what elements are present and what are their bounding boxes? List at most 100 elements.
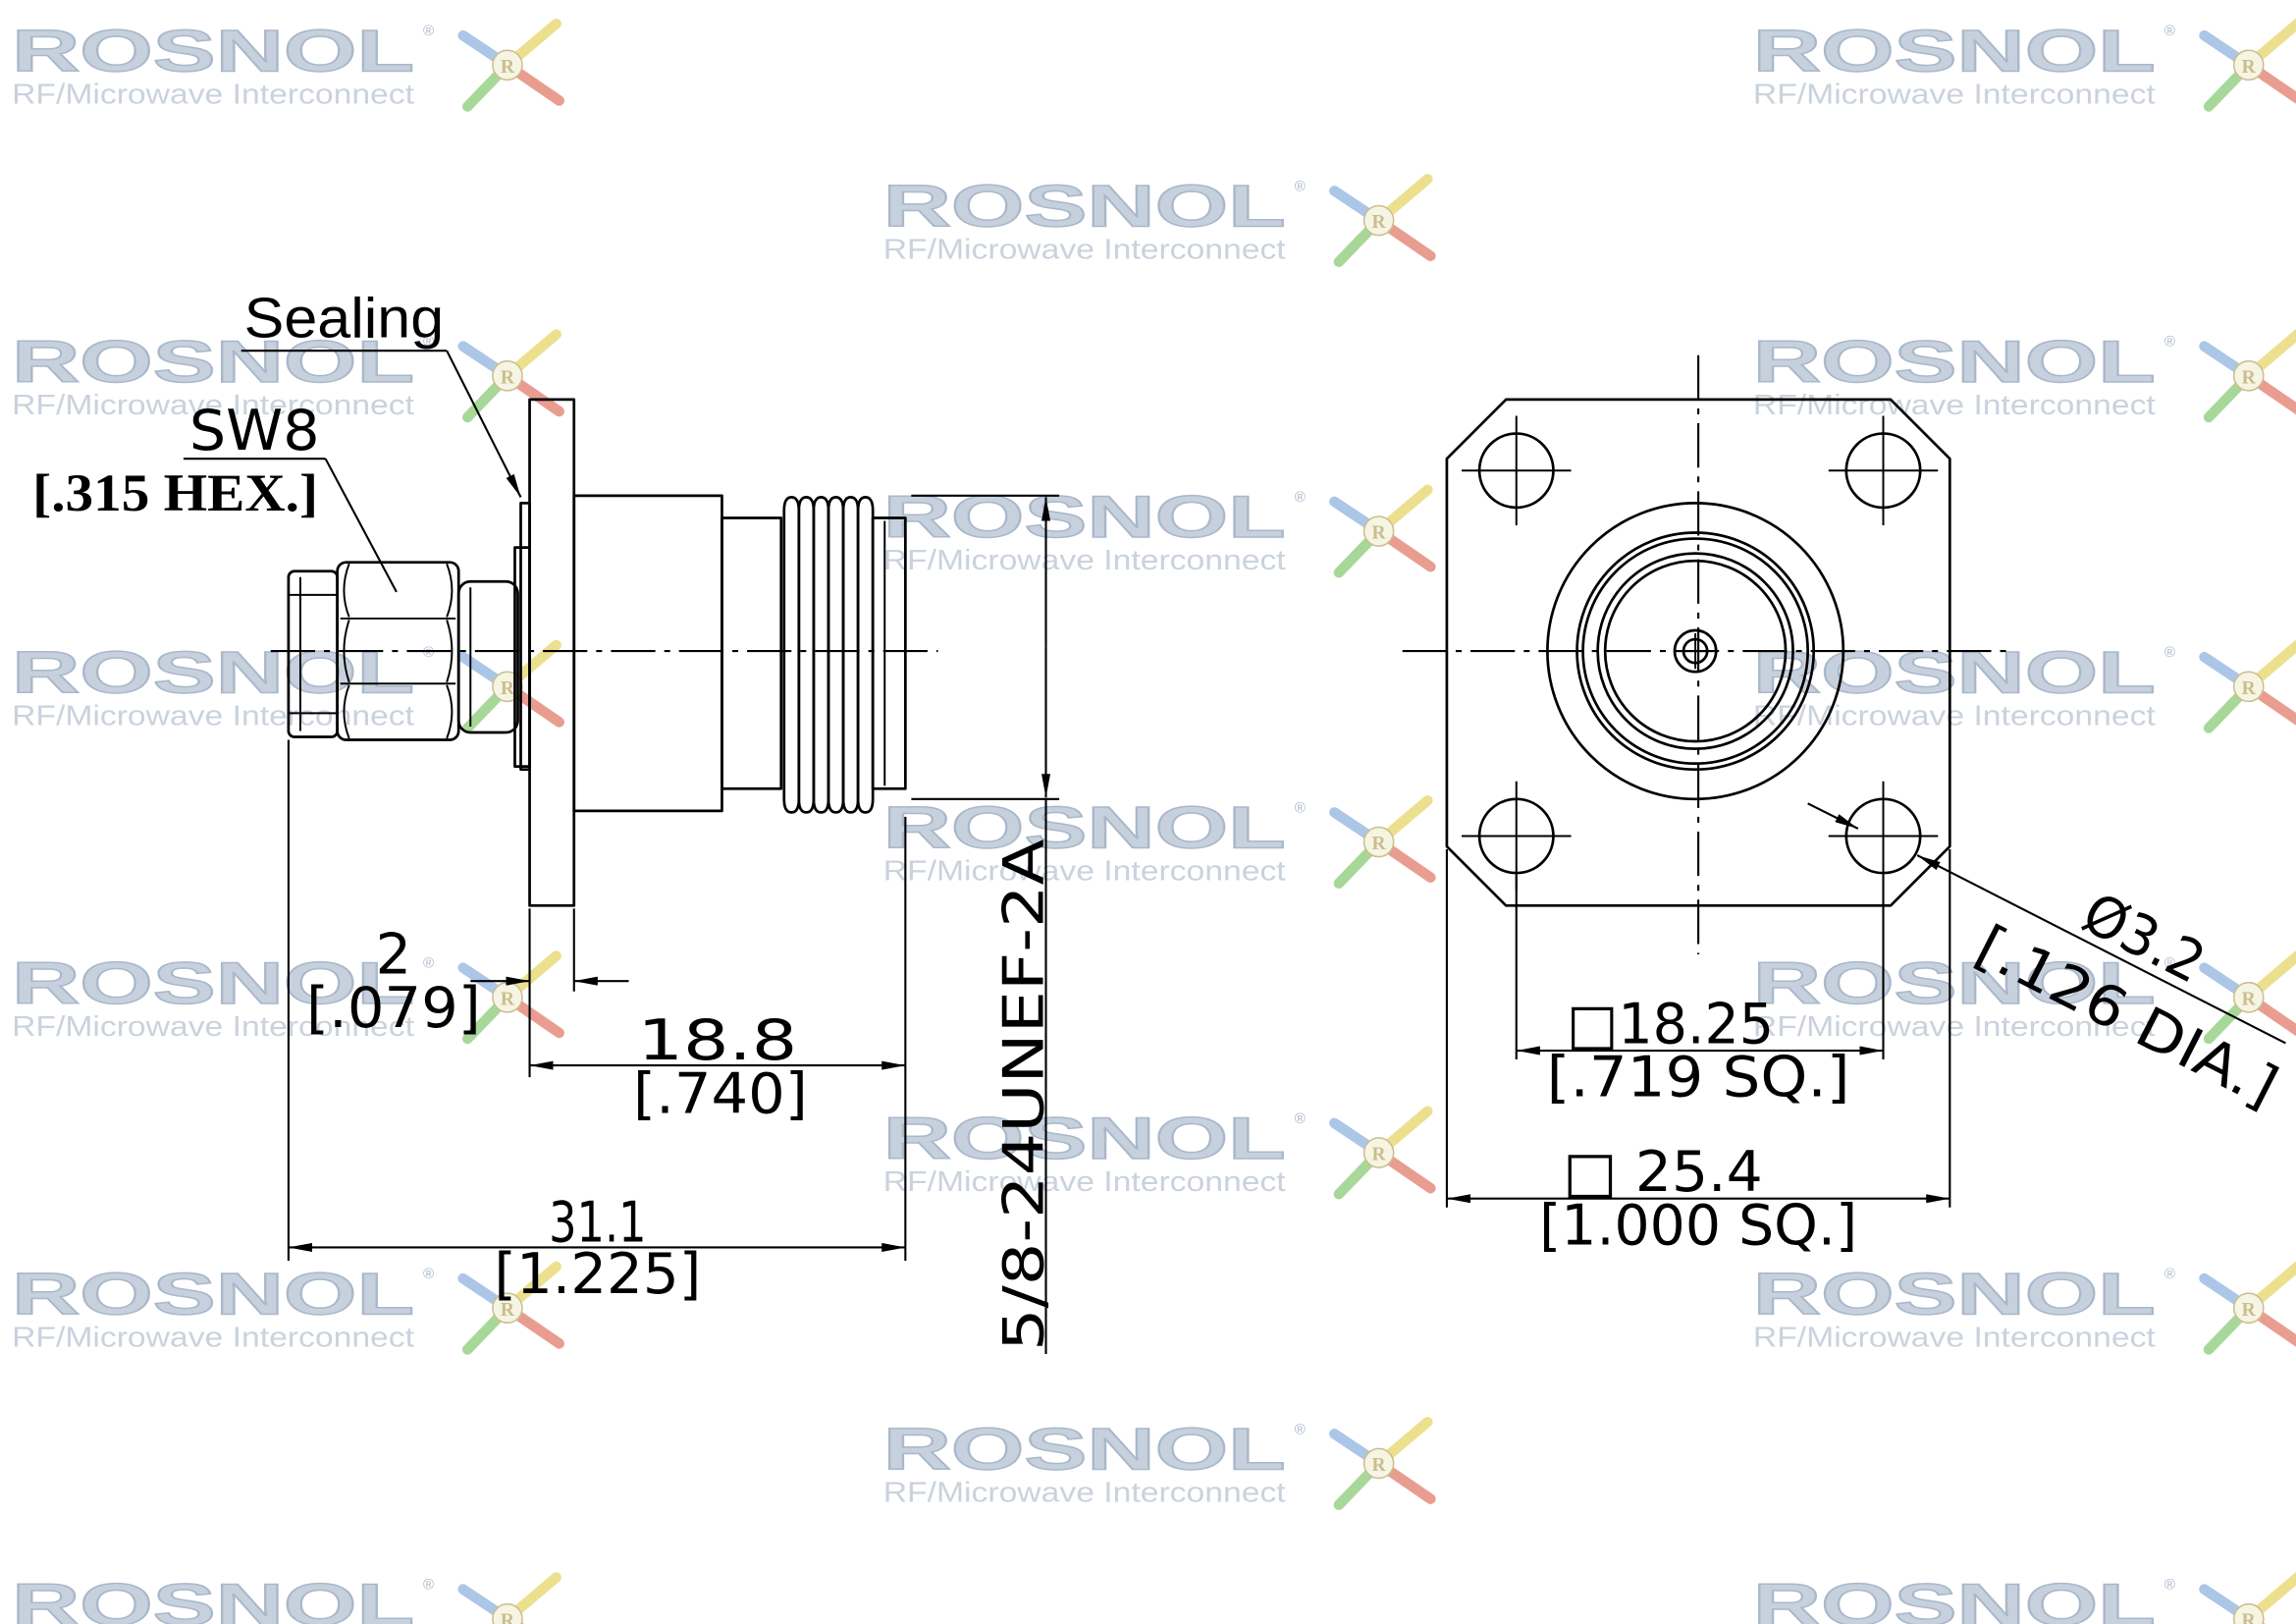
watermark-star-logo: R	[457, 950, 564, 1045]
watermark-logo-letter: R	[2242, 1610, 2257, 1624]
thread-extension-lines	[911, 494, 1060, 800]
watermark-brand: ROSNOL	[1753, 1571, 2156, 1624]
watermark-star-logo: R	[1329, 1106, 1436, 1200]
flange-thickness-mm: 2	[376, 922, 411, 988]
watermark-registered-mark: ®	[423, 1266, 434, 1282]
watermark-tagline: RF/Microwave Interconnect	[883, 856, 1286, 888]
watermark-registered-mark: ®	[1295, 1110, 1306, 1127]
watermark: ROSNOL ® RF/Microwave Interconnect R	[882, 1104, 1436, 1200]
neck	[456, 579, 519, 734]
watermark-logo-letter: R	[501, 57, 515, 78]
watermark-logo-center	[1362, 1447, 1395, 1480]
flange-size-inch: [1.000 SQ.]	[1539, 1192, 1857, 1258]
watermark-logo-letter: R	[2242, 367, 2257, 388]
watermark-logo-center	[2232, 671, 2265, 703]
watermark-logo-center	[2232, 1292, 2265, 1325]
wrench-size-label: SW8	[189, 398, 320, 463]
flange-thickness-inch: [.079]	[306, 975, 481, 1041]
watermark-tagline: RF/Microwave Interconnect	[1753, 390, 2156, 421]
watermark-logo-center	[1362, 1137, 1395, 1168]
watermark-star-logo: R	[2199, 329, 2296, 423]
watermark-brand: ROSNOL	[12, 638, 414, 705]
watermark-brand: ROSNOL	[12, 1260, 414, 1326]
watermark-star-logo: R	[2199, 19, 2296, 112]
overall-length-mm: 31.1	[549, 1189, 646, 1255]
watermark-star-logo: R	[457, 329, 564, 423]
watermark-brand: ROSNOL	[883, 1105, 1286, 1171]
watermark-tagline: RF/Microwave Interconnect	[883, 235, 1286, 266]
body-step	[721, 516, 783, 790]
mounting-hole-crosshair	[1461, 415, 1572, 526]
body-length-inch: [.740]	[633, 1060, 808, 1126]
hole-spacing-mm: □18.25	[1567, 991, 1774, 1056]
watermark-registered-mark: ®	[2164, 23, 2175, 39]
watermark-tagline: RF/Microwave Interconnect	[883, 1166, 1286, 1198]
watermark-logo-letter: R	[1372, 523, 1387, 544]
watermark-logo-center	[492, 1602, 523, 1624]
plug-front-chamfer	[288, 593, 338, 715]
watermark-logo-center	[1362, 515, 1395, 547]
watermark-logo-letter: R	[501, 1300, 515, 1321]
hole-diameter-leader	[1916, 854, 2286, 1045]
hole-diameter-arrow-left	[1807, 802, 1859, 830]
watermark-registered-mark: ®	[423, 23, 434, 39]
watermark-logo-center	[492, 359, 523, 392]
watermark-logo-center	[1362, 204, 1395, 237]
watermark-tagline: RF/Microwave Interconnect	[12, 1322, 414, 1353]
watermark-logo-center	[2232, 49, 2265, 81]
watermark-tagline: RF/Microwave Interconnect	[12, 700, 414, 731]
watermark-registered-mark: ®	[2164, 644, 2175, 661]
watermark-brand: ROSNOL	[12, 1571, 414, 1624]
mounting-hole	[1828, 415, 1939, 526]
flange-size-mm: □ 25.4	[1563, 1139, 1762, 1205]
body-length-mm: 18.8	[638, 1007, 798, 1073]
hex-nut-right-chamfers	[446, 563, 454, 739]
watermark-brand: ROSNOL	[883, 1416, 1286, 1483]
watermark-logo-letter: R	[2242, 57, 2257, 78]
watermark-registered-mark: ®	[1295, 1421, 1306, 1437]
hex-nut-left-chamfers	[343, 563, 350, 739]
watermark-star-logo: R	[2199, 1262, 2296, 1355]
watermark-registered-mark: ®	[2164, 955, 2175, 972]
overall-length-inch: [1.225]	[494, 1241, 701, 1307]
watermark-registered-mark: ®	[2164, 1577, 2175, 1594]
watermark-registered-mark: ®	[423, 644, 434, 661]
watermark-logo-center	[1362, 826, 1395, 858]
watermark-star-logo: R	[1329, 174, 1436, 268]
watermark-tagline: RF/Microwave Interconnect	[883, 1478, 1286, 1509]
watermark-tagline: RF/Microwave Interconnect	[12, 1011, 414, 1043]
watermark-tagline: RF/Microwave Interconnect	[12, 79, 414, 110]
watermark-star-logo: R	[2199, 640, 2296, 733]
watermark-logo-letter: R	[1372, 212, 1387, 233]
watermark-star-logo: R	[2199, 950, 2296, 1045]
watermark-logo-center	[492, 49, 523, 81]
square-flange	[1445, 398, 1951, 907]
watermark-tagline: RF/Microwave Interconnect	[12, 390, 414, 421]
watermark-brand: ROSNOL	[12, 328, 414, 395]
watermark-logo-letter: R	[2242, 1300, 2257, 1321]
watermark-star-logo: R	[457, 18, 564, 112]
watermark-star-logo: R	[2199, 1572, 2296, 1624]
watermark-star-logo: R	[457, 1572, 561, 1624]
watermark: ROSNOL ® RF/Microwave Interconnect R	[882, 1415, 1436, 1510]
watermark-logo-center	[492, 1292, 523, 1325]
watermark-tagline: RF/Microwave Interconnect	[1753, 1322, 2156, 1353]
watermark-logo-letter: R	[501, 989, 515, 1009]
mounting-hole	[1461, 781, 1572, 892]
thread-section	[782, 496, 875, 814]
hex-size-label: [.315 HEX.]	[32, 463, 318, 522]
watermark-brand: ROSNOL	[1753, 17, 2156, 83]
watermark-logo-letter: R	[1372, 1145, 1387, 1165]
watermark-star-logo: R	[1329, 1417, 1436, 1510]
watermark-registered-mark: ®	[2164, 334, 2175, 351]
